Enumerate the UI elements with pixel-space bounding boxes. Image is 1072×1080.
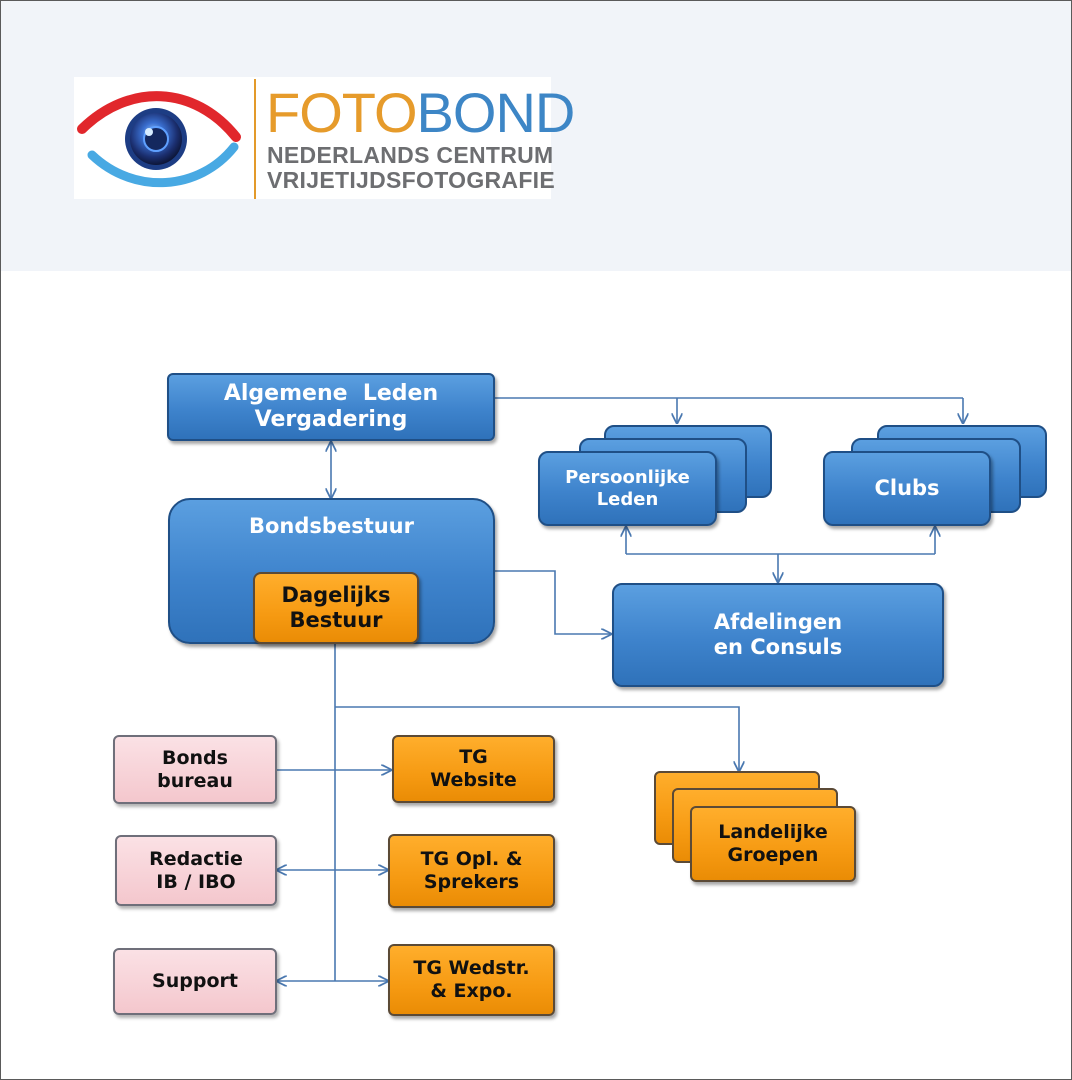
node-dagelijks-line2: Bestuur (289, 608, 383, 632)
node-persoonlijke-line1: Persoonlijke (565, 466, 690, 488)
node-support: Support (113, 948, 277, 1015)
logo-wordmark: FOTOBOND (266, 81, 576, 144)
logo-subtitle-line1: NEDERLANDS CENTRUM (267, 142, 554, 168)
node-afdelingen-en-consuls: Afdelingen en Consuls (612, 583, 944, 687)
fotobond-logo: FOTOBOND NEDERLANDS CENTRUM VRIJETIJDSFO… (74, 77, 575, 199)
node-tg-website: TG Website (392, 735, 555, 803)
node-tg-opl-sprekers: TG Opl. & Sprekers (388, 834, 555, 908)
node-clubs-label: Clubs (874, 475, 940, 500)
connector-landelijke (335, 706, 739, 771)
node-tg-wedstr-line2: & Expo. (430, 980, 513, 1002)
node-algemene-leden-vergadering: Algemene Leden Vergadering (167, 373, 495, 441)
node-tg-opl-line2: Sprekers (423, 871, 520, 893)
node-dagelijks-line1: Dagelijks (281, 582, 391, 607)
node-clubs: Clubs (823, 451, 991, 526)
node-bondsbestuur: Bondsbestuur (168, 498, 495, 644)
node-landelijke-line1: Landelijke (718, 821, 828, 844)
node-redactie-line2: IB / IBO (156, 870, 236, 893)
node-tg-website-line1: TG (459, 746, 488, 769)
node-bonds-bureau: Bonds bureau (113, 735, 277, 804)
node-landelijke-line2: Groepen (727, 844, 819, 866)
node-alv-line1: Algemene Leden (223, 380, 439, 406)
header-band: FOTOBOND NEDERLANDS CENTRUM VRIJETIJDSFO… (1, 1, 1071, 271)
node-bonds-bureau-line2: bureau (157, 769, 233, 792)
eye-logo-icon (77, 91, 241, 187)
logo-word-bond: BOND (416, 81, 576, 144)
node-bondsbestuur-label: Bondsbestuur (249, 514, 414, 538)
node-support-label: Support (152, 970, 238, 993)
node-redactie: Redactie IB / IBO (115, 835, 277, 906)
logo-divider (254, 79, 256, 199)
node-persoonlijke-line2: Leden (596, 488, 659, 510)
node-afdelingen-line2: en Consuls (713, 635, 843, 659)
node-tg-wedstr-expo: TG Wedstr. & Expo. (388, 944, 555, 1016)
node-redactie-line1: Redactie (149, 847, 243, 870)
node-alv-line2: Vergadering (254, 407, 408, 432)
node-dagelijks-bestuur: Dagelijks Bestuur (253, 572, 419, 644)
node-afdelingen-line1: Afdelingen (713, 609, 843, 634)
node-persoonlijke-leden: Persoonlijke Leden (538, 451, 717, 526)
node-tg-wedstr-line1: TG Wedstr. (413, 957, 530, 980)
node-tg-opl-line1: TG Opl. & (420, 848, 523, 871)
logo-subtitle-line2: VRIJETIJDSFOTOGRAFIE (267, 167, 556, 193)
node-landelijke-groepen: Landelijke Groepen (690, 806, 856, 882)
logo-word-foto: FOTO (266, 81, 418, 144)
node-bonds-bureau-line1: Bonds (162, 746, 228, 769)
node-tg-website-line2: Website (430, 769, 517, 791)
connector-bondsbestuur-afdelingen (495, 570, 611, 634)
